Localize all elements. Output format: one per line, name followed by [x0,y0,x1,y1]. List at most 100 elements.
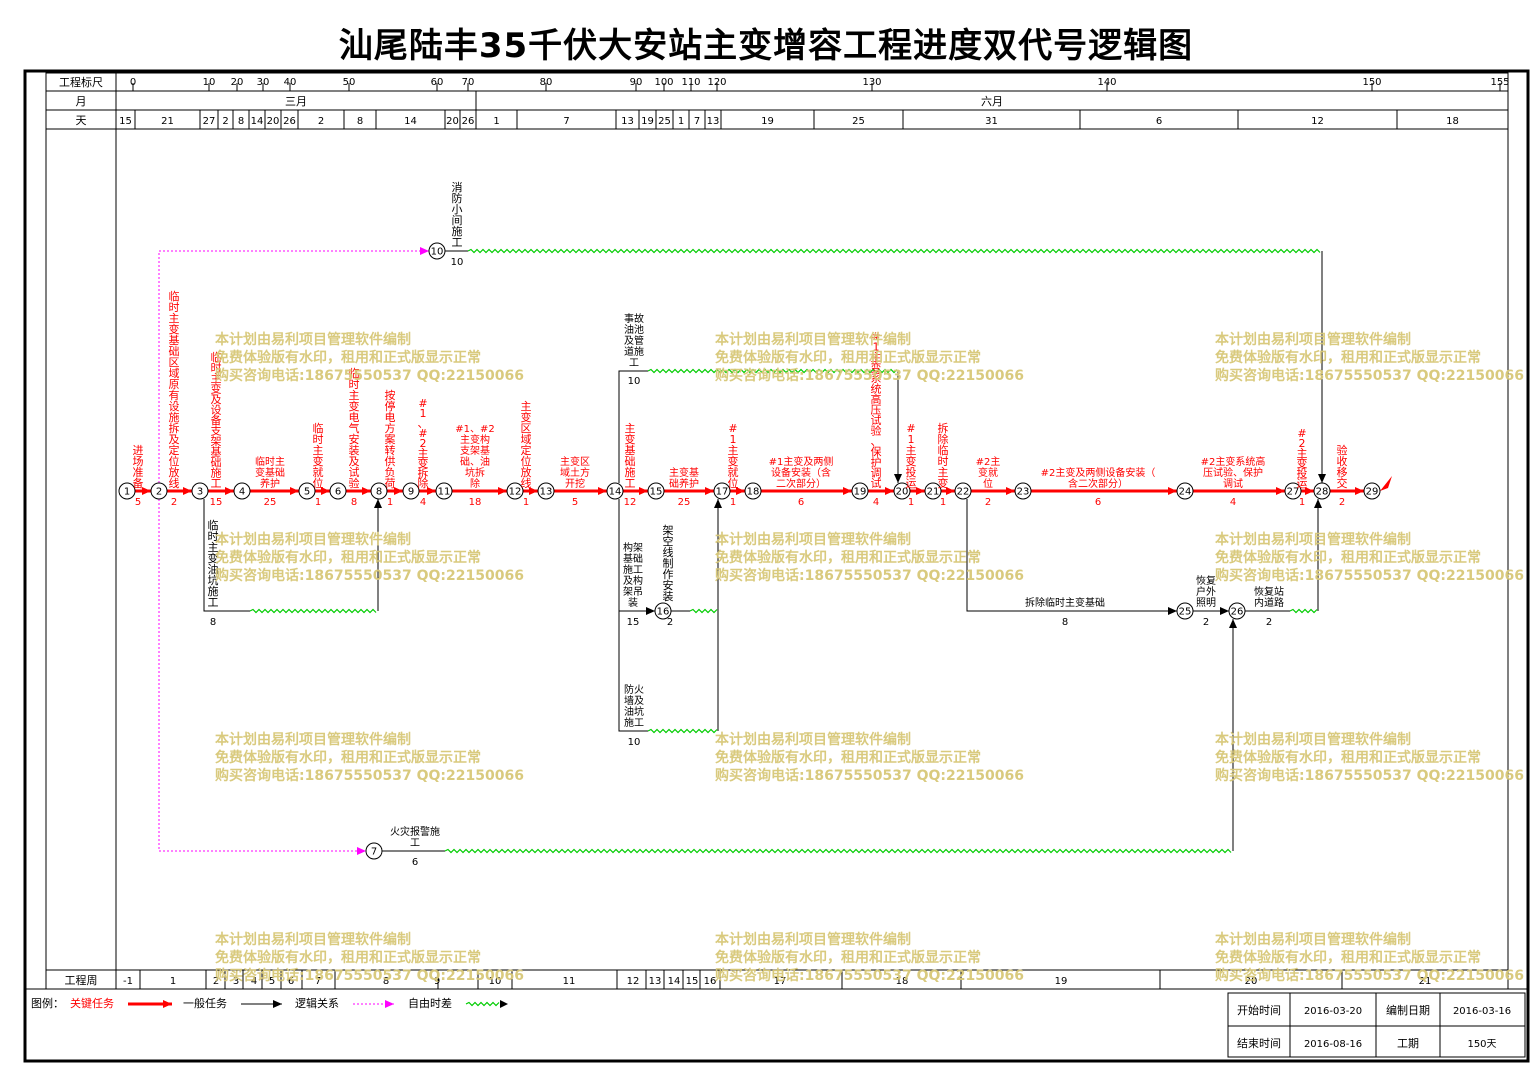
task-duration: 6 [798,497,804,508]
task-duration: 15 [210,497,223,508]
week-cell: 14 [668,976,681,987]
task-name: 验收移交 [1337,443,1348,490]
task-duration: 2 [1339,497,1345,508]
normal-task-arrow [966,499,1177,615]
scale-tick-label: 100 [654,77,673,88]
task-duration: 4 [1230,497,1236,508]
watermark-line: 购买咨询电话:18675550537 QQ:22150066 [1215,368,1524,384]
legend-float-line [465,1001,500,1007]
week-label: 工程周 [65,974,98,987]
day-cell: 27 [203,116,216,127]
event-node-label: 20 [896,487,909,498]
event-node [402,482,420,500]
week-cell: 1 [170,976,176,987]
scale-tick-label: 120 [707,77,726,88]
event-node [233,482,251,500]
watermark-line: 免费体验版有水印，租用和正式版显示正常 [715,950,981,966]
watermark-block: 本计划由易利项目管理软件编制免费体验版有水印，租用和正式版显示正常购买咨询电话:… [1215,531,1524,585]
watermark-block: 本计划由易利项目管理软件编制免费体验版有水印，租用和正式版显示正常购买咨询电话:… [215,531,524,585]
task-duration: 1 [1299,497,1305,508]
watermark-line: 购买咨询电话:18675550537 QQ:22150066 [715,768,1024,784]
day-cell: 1 [493,116,499,127]
watermark-block: 本计划由易利项目管理软件编制免费体验版有水印，租用和正式版显示正常购买咨询电话:… [215,731,524,785]
event-node [744,482,762,500]
event-node [1313,482,1331,500]
day-cell: 13 [707,116,720,127]
event-node [435,482,453,500]
task-duration: 1 [730,497,736,508]
event-node-label: 11 [438,487,451,498]
watermark-line: 免费体验版有水印，租用和正式版显示正常 [215,350,481,366]
day-cell: 2 [318,116,324,127]
task-duration: 1 [387,497,393,508]
task-duration: 4 [420,497,426,508]
task-duration: 8 [210,617,216,628]
scale-tick-label: 30 [257,77,270,88]
watermark-line: 免费体验版有水印，租用和正式版显示正常 [1215,550,1481,566]
watermark-line: 本计划由易利项目管理软件编制 [1215,732,1411,748]
watermark-line: 免费体验版有水印，租用和正式版显示正常 [1215,950,1481,966]
task-duration: 25 [264,497,277,508]
task-duration: 1 [908,497,914,508]
event-node [150,482,168,500]
scale-tick-label: 130 [862,77,881,88]
scale-label: 工程标尺 [59,75,103,89]
event-node-label: 26 [1231,607,1244,618]
event-node [298,482,316,500]
watermark-line: 购买咨询电话:18675550537 QQ:22150066 [215,568,524,584]
event-node-label: 27 [1287,487,1300,498]
start-time-label: 开始时间 [1237,1003,1281,1017]
week-cell: 8 [383,976,389,987]
event-node-label: 8 [376,487,382,498]
made-date-value: 2016-03-16 [1453,1006,1511,1017]
week-cell: 2 [213,976,219,987]
task-duration: 25 [678,497,691,508]
day-cell: 13 [621,116,634,127]
watermark-block: 本计划由易利项目管理软件编制免费体验版有水印，租用和正式版显示正常购买咨询电话:… [1215,731,1524,785]
event-node-label: 29 [1366,487,1379,498]
task-name: 主变区域定位放线 [521,400,532,490]
watermark-line: 本计划由易利项目管理软件编制 [1215,532,1411,548]
watermark-line: 免费体验版有水印，租用和正式版显示正常 [215,950,481,966]
day-cell: 7 [694,116,700,127]
event-node-label: 18 [747,487,760,498]
task-name: 恢复户外照明 [1196,574,1216,609]
event-node-label: 28 [1316,487,1329,498]
watermark-line: 本计划由易利项目管理软件编制 [715,532,911,548]
day-cell: 26 [462,116,475,127]
scale-tick-label: 155 [1490,77,1509,88]
day-cell: 26 [283,116,296,127]
event-node-label: 6 [335,487,341,498]
task-duration: 18 [469,497,482,508]
scale-tick-label: 0 [130,77,136,88]
event-node-label: 9 [408,487,414,498]
event-node [851,482,869,500]
task-duration: 10 [628,737,641,748]
day-cell: 14 [251,116,264,127]
watermark-block: 本计划由易利项目管理软件编制免费体验版有水印，租用和正式版显示正常购买咨询电话:… [715,931,1024,985]
task-name: 临时主变基础区域原有设施拆及定位放线 [169,289,180,490]
watermark-line: 免费体验版有水印，租用和正式版显示正常 [1215,750,1481,766]
month-label: 月 [76,95,87,108]
float-line [689,608,718,614]
task-duration: 2 [667,617,673,628]
scale-tick-label: 50 [343,77,356,88]
event-node-label: 21 [927,487,940,498]
task-duration: 6 [412,857,418,868]
week-cell: 21 [1419,976,1432,987]
day-cell: 19 [641,116,654,127]
event-node [1284,482,1302,500]
event-node-label: 4 [239,487,245,498]
task-name: 临时主变及设备支架基础施工 [211,350,222,490]
task-name: 临时主变就位 [313,421,324,490]
task-duration: 5 [572,497,578,508]
watermark-line: 购买咨询电话:18675550537 QQ:22150066 [215,368,524,384]
task-duration: 15 [627,617,640,628]
event-node-label: 7 [371,847,377,858]
event-node-label: 22 [957,487,970,498]
watermark-block: 本计划由易利项目管理软件编制免费体验版有水印，租用和正式版显示正常购买咨询电话:… [1215,331,1524,385]
week-cell: 3 [233,976,239,987]
day-cell: 20 [446,116,459,127]
watermark-line: 免费体验版有水印，租用和正式版显示正常 [715,550,981,566]
